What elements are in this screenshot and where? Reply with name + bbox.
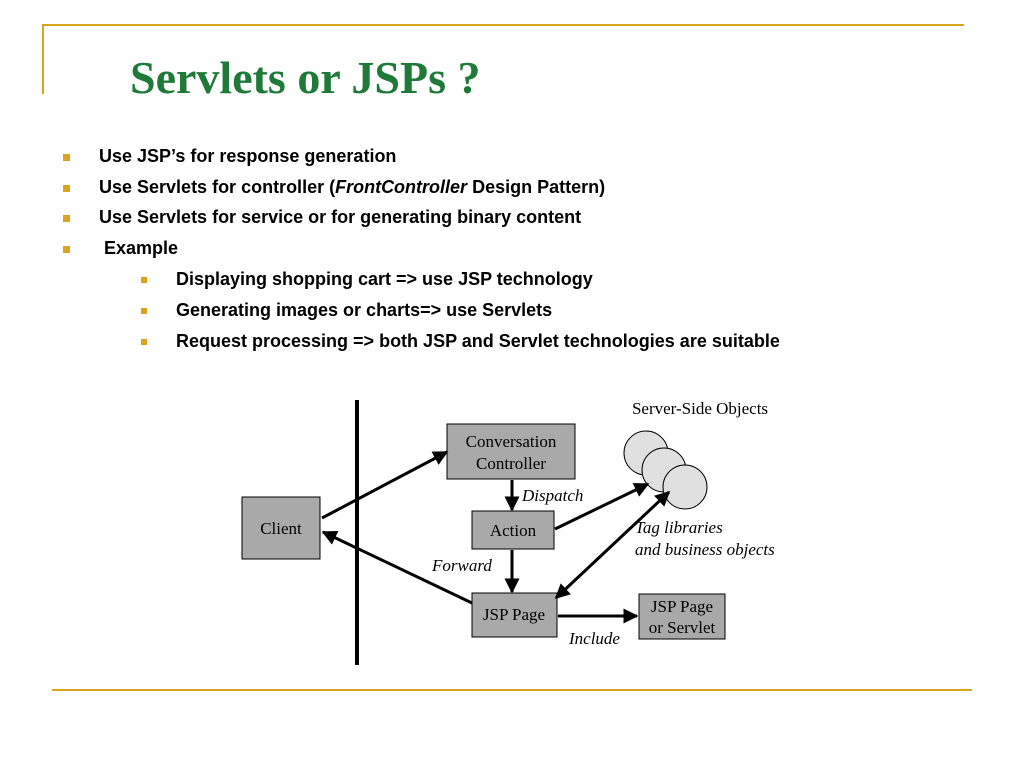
jsp-page-label: JSP Page — [483, 605, 545, 624]
bullet-square-icon — [63, 215, 70, 222]
jsp-or-servlet-label-line1: JSP Page — [651, 597, 713, 616]
bullet-item: Example — [99, 238, 179, 258]
sub-bullet-square-icon — [141, 339, 147, 345]
slide-title: Servlets or JSPs ? — [130, 52, 481, 103]
forward-label: Forward — [431, 556, 492, 575]
frame-top-rule — [42, 24, 964, 26]
tag-libraries-label-line1: Tag libraries — [635, 518, 723, 537]
action-label: Action — [490, 521, 537, 540]
action-box — [471, 510, 555, 550]
dispatch-label: Dispatch — [521, 486, 583, 505]
jsp-or-servlet-label-line2: or Servlet — [649, 618, 716, 637]
sub-bullet-item: Request processing => both JSP and Servl… — [176, 331, 780, 351]
server-object-circle — [662, 464, 708, 510]
sub-bullet-item: Displaying shopping cart => use JSP tech… — [176, 269, 593, 289]
server-side-objects-label: Server-Side Objects — [632, 399, 768, 418]
include-label: Include — [568, 629, 620, 648]
conversation-controller-box — [446, 423, 576, 480]
tag-libraries-label-line2: and business objects — [635, 540, 775, 559]
bullet-item: Use Servlets for controller (FrontContro… — [99, 176, 605, 198]
jsp-or-servlet-box — [638, 593, 726, 640]
jsp-to-client-arrow — [321, 530, 473, 605]
frame-left-rule — [42, 24, 44, 94]
sub-bullet-square-icon — [141, 277, 147, 283]
client-box — [241, 496, 321, 560]
bullet-square-icon — [63, 154, 70, 161]
sub-bullet-item: Generating images or charts=> use Servle… — [176, 300, 553, 320]
bullet-item: Use JSP’s for response generation — [99, 146, 397, 166]
bullet-square-icon — [63, 246, 70, 253]
client-label: Client — [260, 519, 302, 538]
bullet-text-italic: FrontController — [335, 177, 468, 197]
bullet-item: Use Servlets for service or for generati… — [99, 207, 582, 227]
bullet-square-icon — [63, 185, 70, 192]
bullet-text-part: Use Servlets for controller ( — [99, 177, 336, 197]
bullet-text-part: Design Pattern) — [467, 177, 606, 197]
sub-bullet-square-icon — [141, 308, 147, 314]
client-to-controller-arrow — [321, 450, 449, 520]
frame-bottom-rule — [52, 689, 972, 691]
jsp-page-box — [471, 592, 558, 638]
conversation-controller-label-line1: Conversation — [466, 432, 557, 451]
jsp-objects-bidirectional-arrow — [554, 490, 671, 600]
conversation-controller-label-line2: Controller — [476, 454, 546, 473]
